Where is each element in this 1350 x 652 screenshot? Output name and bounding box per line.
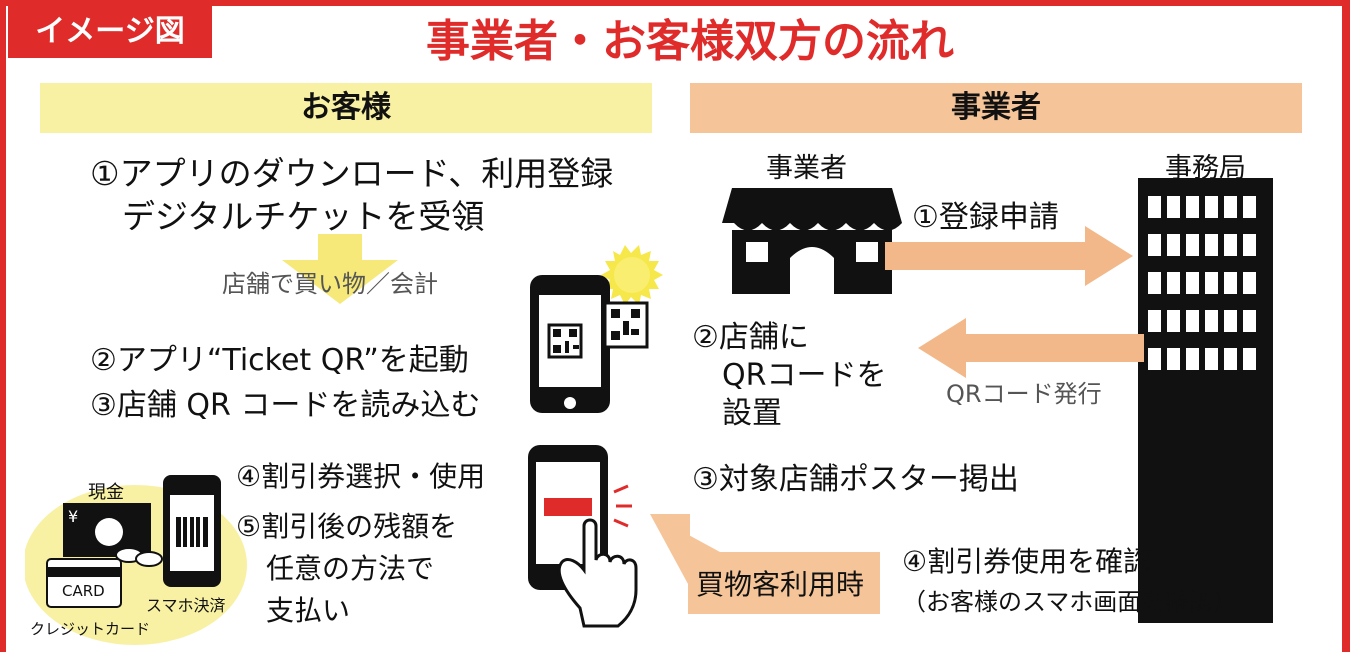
smartphone-payment-label: スマホ決済: [146, 596, 226, 615]
customer-header: お客様: [40, 83, 652, 133]
business-step2-line2: QRコードを: [722, 358, 887, 393]
business-header: 事業者: [690, 83, 1302, 133]
customer-step2: ②アプリ“Ticket QR”を起動: [90, 343, 469, 378]
customer-step4: ④割引券選択・使用: [236, 460, 486, 493]
down-arrow-icon: [282, 234, 398, 304]
frame-border-top: [0, 0, 1350, 6]
business-label: 事業者: [766, 153, 847, 184]
customer-step1-line1: ①アプリのダウンロード、利用登録: [90, 154, 614, 193]
phone-qr-scan-icon: [530, 245, 663, 413]
arrow-caption: 店舗で買い物／会計: [222, 270, 438, 298]
qr-issue-label: QRコード発行: [946, 380, 1102, 408]
yen-symbol: ¥: [68, 507, 79, 526]
page-title: 事業者・お客様双方の流れ: [426, 16, 954, 67]
business-step1: ①登録申請: [912, 200, 1059, 235]
shopper-callout: 買物客利用時: [696, 568, 865, 601]
office-building-icon: [1138, 178, 1273, 623]
customer-step5-line2: 任意の方法で: [266, 552, 435, 585]
register-arrow-icon: [885, 226, 1133, 286]
business-step2-line1: ②店舗に: [692, 320, 809, 355]
business-step4-note: （お客様のスマホ画面を確認）: [902, 588, 1238, 616]
credit-card-label: クレジットカード: [30, 620, 151, 638]
business-step3: ③対象店舗ポスター掲出: [692, 462, 1019, 497]
phone-tap-icon: [528, 445, 638, 628]
card-label: CARD: [62, 582, 105, 600]
image-tag: イメージ図: [8, 6, 212, 58]
customer-step3: ③店舗 QR コードを読み込む: [90, 388, 481, 423]
frame-border-right: [1342, 0, 1350, 652]
customer-step5-line3: 支払い: [266, 594, 351, 627]
qr-issue-arrow-icon: [918, 318, 1144, 378]
business-step4: ④割引券使用を確認: [902, 545, 1152, 578]
frame-border-left: [0, 0, 6, 652]
cash-label: 現金: [88, 482, 124, 503]
business-step2-line3: 設置: [722, 396, 782, 431]
shop-icon: [722, 188, 902, 294]
shopper-callout-shape: [650, 514, 880, 614]
customer-step1-line2: デジタルチケットを受領: [122, 197, 485, 236]
customer-step5-line1: ⑤割引後の残額を: [236, 510, 458, 543]
payment-methods-illustration: [25, 475, 247, 645]
